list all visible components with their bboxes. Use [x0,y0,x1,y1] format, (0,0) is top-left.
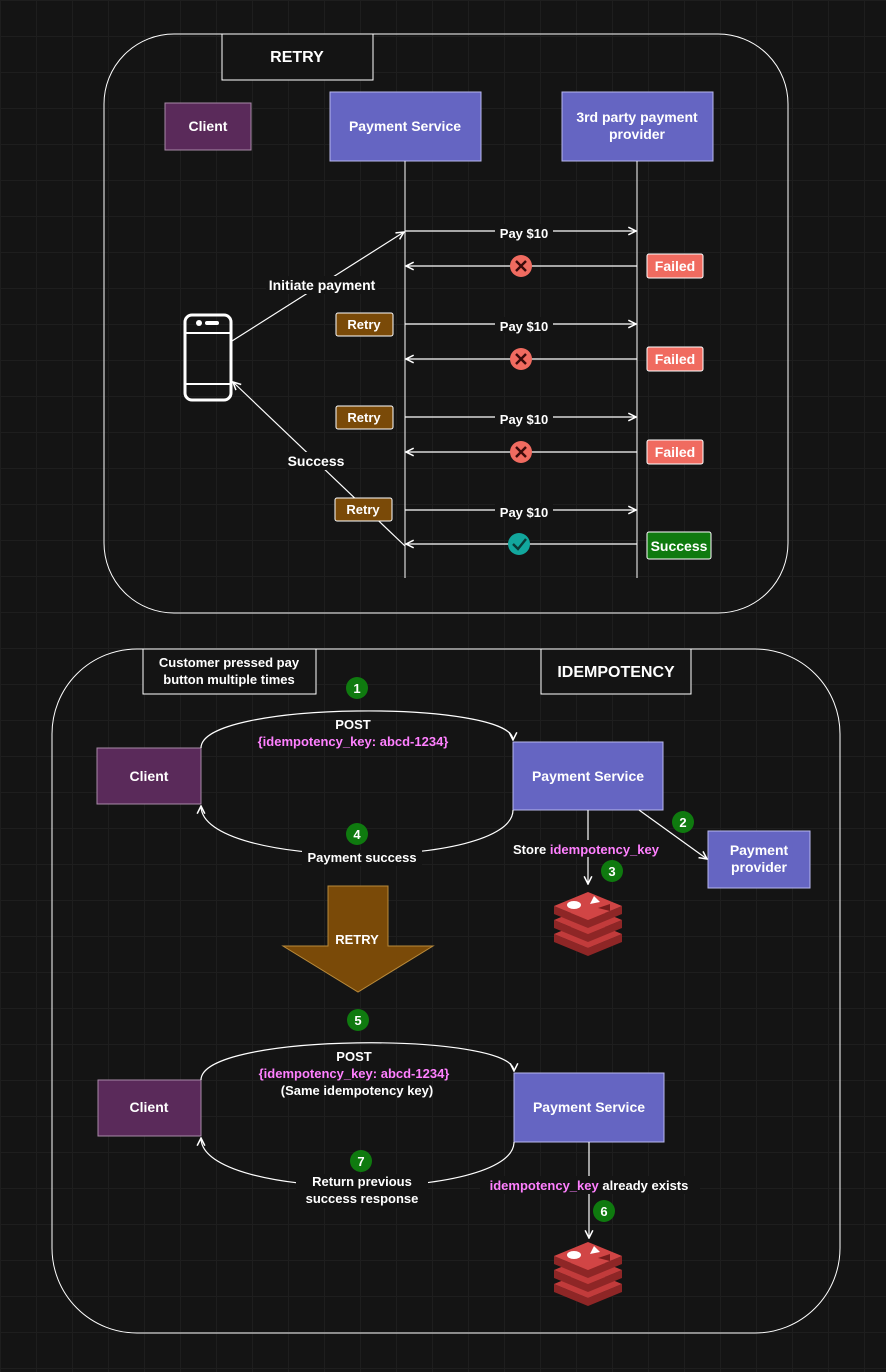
svg-text:1: 1 [353,681,360,696]
step-6-badge: 6 [593,1200,615,1222]
step-1-badge: 1 [346,677,368,699]
pay-label: Pay $10 [500,505,548,520]
pay-label: Pay $10 [500,226,548,241]
retry-badge [335,312,394,337]
retry-payment-service-box [329,91,482,162]
pay-label: Pay $10 [500,412,548,427]
redis-icon [554,1242,622,1306]
failed-label: Failed [655,258,695,274]
note-box [142,648,317,695]
idem-payment-service-box-1 [512,741,664,811]
idem-payment-service-label-1: Payment Service [532,768,644,784]
idem-payment-service-label-2: Payment Service [533,1099,645,1115]
same-key-label: (Same idempotency key) [281,1083,433,1098]
idempotency-container [51,648,841,1334]
svg-text:3: 3 [608,864,615,879]
error-x-icon [510,255,532,277]
success-badge-label: Success [651,538,708,554]
attempt-2: Retry Pay $10 Failed [335,312,704,372]
redis-icon [554,892,622,956]
retry-client-label: Client [189,118,228,134]
success-return-label: Success [288,453,345,469]
idempotency-key-json-1: {idempotency_key: abcd-1234} [258,734,449,749]
retry-title-box [221,33,374,81]
retry-title: RETRY [270,49,324,66]
error-x-icon [510,348,532,370]
idem-client-label-1: Client [130,768,169,784]
return-previous-label-1: Return previous [312,1174,412,1189]
payment-provider-label-2: provider [731,859,788,875]
retry-provider-label-2: provider [609,126,666,142]
call-provider-arrow [638,809,707,859]
idem-payment-service-box-2 [513,1072,665,1143]
retry-provider-label-1: 3rd party payment [576,109,698,125]
retry-provider-box [561,91,714,162]
failed-label: Failed [655,444,695,460]
idem-client-label-2: Client [130,1099,169,1115]
error-x-icon [510,441,532,463]
step-5-badge: 5 [347,1009,369,1031]
retry-badge [334,497,393,522]
pay-label: Pay $10 [500,319,548,334]
svg-text:6: 6 [600,1204,607,1219]
post-label-2: POST [336,1049,371,1064]
retry-badge-label: Retry [347,317,381,332]
retry-badge [335,405,394,430]
retry-badge-label: Retry [347,410,381,425]
idem-client-box-2 [97,1079,202,1137]
post-label-1: POST [335,717,370,732]
attempt-4: Retry Pay $10 Success [334,497,712,560]
retry-section: RETRY Client Payment Service 3rd party p… [103,33,789,614]
payment-provider-label-1: Payment [730,842,789,858]
check-circle-icon [508,533,530,555]
idempotency-title: IDEMPOTENCY [557,664,675,681]
svg-text:4: 4 [353,827,361,842]
success-badge [646,531,712,560]
svg-text:2: 2 [679,815,686,830]
idempotency-title-box [540,648,692,695]
idem-client-box-1 [96,747,202,805]
retry-arrow-label: RETRY [335,932,379,947]
return-previous-label-2: success response [306,1191,419,1206]
failed-label: Failed [655,351,695,367]
retry-payment-service-label: Payment Service [349,118,461,134]
idempotency-section: Customer pressed pay button multiple tim… [51,648,841,1334]
initiate-payment-label: Initiate payment [269,277,376,293]
note-line-2: button multiple times [163,672,294,687]
svg-text:5: 5 [354,1013,361,1028]
failed-badge [646,253,704,279]
store-key-label: Store idempotency_key [513,842,660,857]
failed-badge [646,346,704,372]
step-2-badge: 2 [672,811,694,833]
key-exists-label: idempotency_key already exists [490,1178,689,1193]
retry-down-arrow [281,885,435,993]
post-request-arrow-2 [200,1042,514,1081]
post-request-arrow-1 [200,710,513,749]
payment-success-label: Payment success [307,850,416,865]
attempt-3: Retry Pay $10 Failed [335,405,704,465]
smartphone-icon [183,313,233,402]
attempt-1: Pay $10 Failed [405,224,704,279]
step-3-badge: 3 [601,860,623,882]
svg-text:7: 7 [357,1154,364,1169]
failed-badge [646,439,704,465]
retry-badge-label: Retry [346,502,380,517]
step-4-badge: 4 [346,823,368,845]
note-line-1: Customer pressed pay [159,655,300,670]
retry-client-box [164,102,252,151]
idempotency-key-json-2: {idempotency_key: abcd-1234} [259,1066,450,1081]
step-7-badge: 7 [350,1150,372,1172]
retry-container [103,33,789,614]
